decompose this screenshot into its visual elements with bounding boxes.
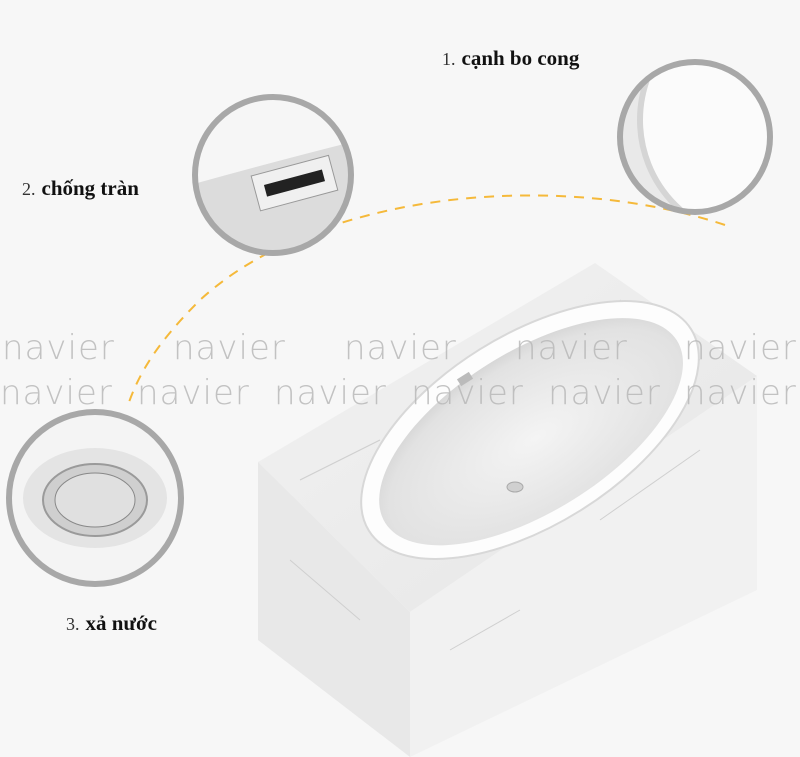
watermark: navier bbox=[684, 328, 797, 368]
feature-label-3: 3.xả nước bbox=[66, 611, 157, 636]
watermark: navier bbox=[684, 373, 797, 413]
drain-detail-circle bbox=[6, 409, 184, 587]
feature-number: 3. bbox=[66, 614, 80, 634]
watermark: navier bbox=[137, 373, 250, 413]
feature-text: cạnh bo cong bbox=[461, 46, 580, 70]
feature-text: chống tràn bbox=[41, 176, 139, 200]
overflow-detail-circle bbox=[192, 94, 354, 256]
watermark: navier bbox=[411, 373, 524, 413]
watermark: navier bbox=[548, 373, 661, 413]
watermark: navier bbox=[515, 328, 628, 368]
feature-label-1: 1.cạnh bo cong bbox=[442, 46, 579, 71]
feature-number: 1. bbox=[442, 49, 456, 69]
feature-text: xả nước bbox=[85, 611, 157, 635]
watermark: navier bbox=[344, 328, 457, 368]
watermark: navier bbox=[0, 373, 113, 413]
watermark: navier bbox=[274, 373, 387, 413]
bathtub bbox=[258, 263, 757, 757]
watermark: navier bbox=[173, 328, 286, 368]
curved-edge-detail-circle bbox=[617, 59, 773, 215]
watermark: navier bbox=[2, 328, 115, 368]
feature-number: 2. bbox=[22, 179, 36, 199]
feature-label-2: 2.chống tràn bbox=[22, 176, 139, 201]
